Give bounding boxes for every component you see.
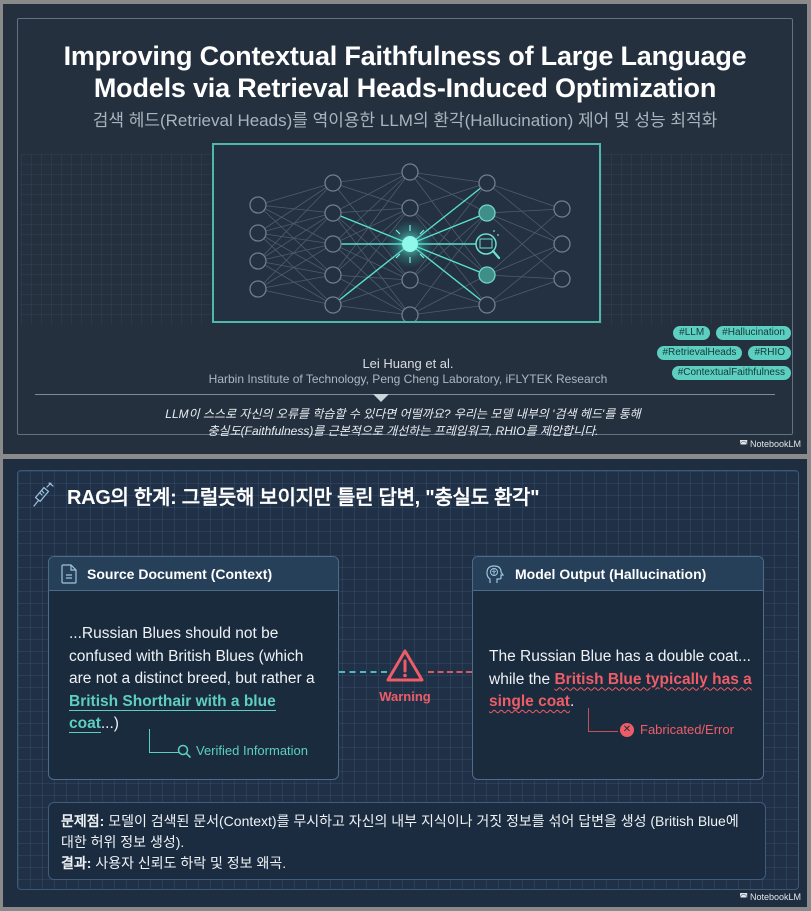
title-slide: Improving Contextual Faithfulness of Lar…: [3, 4, 807, 454]
tag-hallucination: #Hallucination: [716, 326, 791, 340]
warning-indicator: Warning: [375, 648, 435, 704]
syringe-icon: [33, 482, 54, 507]
tag-llm: #LLM: [673, 326, 711, 340]
source-card-title: Source Document (Context): [87, 565, 273, 582]
title-line-1: Improving Contextual Faithfulness of Lar…: [63, 41, 747, 71]
verified-annotation: Verified Information: [177, 743, 308, 758]
hallucinated-output: The Russian Blue has a double coat... wh…: [489, 646, 754, 714]
result-text: 사용자 신뢰도 하락 및 정보 왜곡.: [91, 855, 287, 871]
source-card-header: Source Document (Context): [49, 557, 338, 591]
description: LLM이 스스로 자신의 오류를 학습할 수 있다면 어떨까요? 우리는 모델 …: [123, 406, 683, 440]
title-line-2: Models via Retrieval Heads-Induced Optim…: [93, 73, 717, 103]
problem-line: 문제점: 모델이 검색된 문서(Context)를 무시하고 자신의 내부 지식…: [61, 811, 753, 853]
result-label: 결과:: [61, 855, 92, 871]
decorative-grid-right: [601, 154, 791, 324]
error-highlight: British Blue typically has a single coat: [489, 670, 752, 711]
slide-frame: [17, 18, 793, 435]
slide-title-text: RAG의 한계: 그럴듯해 보이지만 틀린 답변, "충실도 환각": [67, 486, 540, 509]
output-text-after: .: [569, 693, 575, 710]
connector-dash-red: [428, 671, 472, 673]
neural-network-illustration: [212, 143, 601, 323]
warning-triangle-icon: [386, 649, 424, 682]
error-connector: [588, 708, 618, 732]
paper-title: Improving Contextual Faithfulness of Lar…: [3, 40, 807, 104]
tag-contextual-faithfulness: #ContextualFaithfulness: [671, 366, 791, 380]
source-quote: ...Russian Blues should not be confused …: [69, 623, 329, 736]
neural-network-icon: [249, 163, 571, 321]
output-card-title: Model Output (Hallucination): [515, 565, 707, 582]
divider: [35, 394, 775, 395]
document-icon: [61, 563, 77, 584]
description-line-1: LLM이 스스로 자신의 오류를 학습할 수 있다면 어떨까요? 우리는 모델 …: [165, 407, 641, 421]
rag-limitation-slide: RAG의 한계: 그럴듯해 보이지만 틀린 답변, "충실도 환각" Sourc…: [3, 459, 807, 907]
brand-label: NotebookLM: [749, 439, 801, 449]
source-document-card: Source Document (Context) ...Russian Blu…: [48, 556, 339, 780]
notebooklm-logo-icon: ◚: [739, 439, 748, 449]
notebooklm-brand-2: ◚NotebookLM: [739, 892, 801, 903]
brain-head-icon: [486, 564, 505, 583]
tag-list: #LLM #Hallucination #RetrievalHeads #RHI…: [643, 326, 791, 380]
slide-title: RAG의 한계: 그럴듯해 보이지만 틀린 답변, "충실도 환각": [31, 482, 540, 509]
verified-label: Verified Information: [196, 743, 309, 758]
magnifier-icon: [475, 230, 501, 260]
notebooklm-brand: ◚NotebookLM: [739, 439, 801, 450]
error-annotation: ✕ Fabricated/Error: [620, 722, 734, 737]
verified-highlight: British Shorthair with a blue coat: [69, 692, 276, 733]
decorative-grid-left: [21, 154, 211, 324]
source-text-before: ...Russian Blues should not be confused …: [69, 625, 315, 687]
search-icon: [177, 744, 191, 758]
tag-retrieval-heads: #RetrievalHeads: [656, 346, 743, 360]
brand-label-2: NotebookLM: [749, 892, 801, 902]
model-output-card: Model Output (Hallucination) The Russian…: [472, 556, 764, 780]
output-text-before: The Russian Blue has a double coat... wh…: [489, 648, 751, 688]
problem-text: 모델이 검색된 문서(Context)를 무시하고 자신의 내부 지식이나 거짓…: [61, 813, 739, 850]
divider-arrow-icon: [373, 394, 389, 402]
result-line: 결과: 사용자 신뢰도 하락 및 정보 왜곡.: [61, 853, 753, 874]
error-label: Fabricated/Error: [640, 722, 734, 737]
author: Lei Huang et al.: [362, 356, 454, 371]
tag-rhio: #RHIO: [748, 346, 791, 360]
output-card-header: Model Output (Hallucination): [473, 557, 763, 591]
verified-connector: [149, 729, 179, 753]
problem-summary: 문제점: 모델이 검색된 문서(Context)를 무시하고 자신의 내부 지식…: [48, 802, 766, 880]
notebooklm-logo-icon: ◚: [739, 892, 748, 902]
korean-subtitle: 검색 헤드(Retrieval Heads)를 역이용한 LLM의 환각(Hal…: [92, 111, 718, 130]
description-line-2: 충실도(Faithfulness)를 근본적으로 개선하는 프레임워크, RHI…: [207, 424, 599, 438]
affiliations: Harbin Institute of Technology, Peng Che…: [208, 372, 608, 386]
error-x-icon: ✕: [620, 722, 634, 737]
source-text-after: ...): [100, 715, 119, 732]
warning-label: Warning: [379, 689, 431, 704]
connector-dash-teal: [339, 671, 387, 673]
problem-label: 문제점:: [61, 813, 105, 829]
